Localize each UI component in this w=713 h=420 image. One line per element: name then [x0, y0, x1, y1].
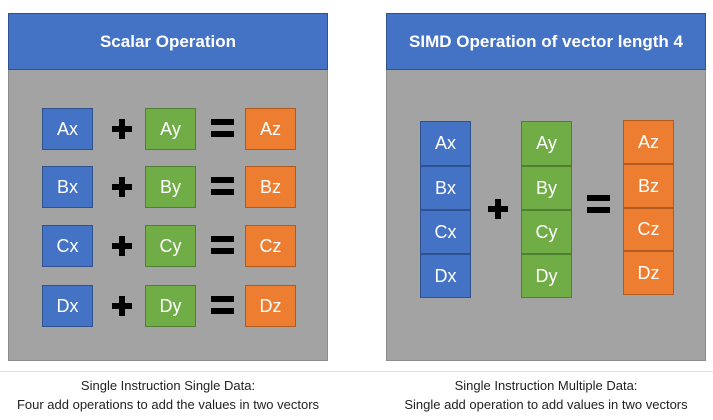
plus-sign: [112, 236, 132, 256]
simd-cell-by: By: [521, 166, 572, 210]
simd-caption-line2: Single add operation to add values in tw…: [404, 397, 688, 412]
simd-cell-bz: Bz: [623, 164, 674, 208]
simd-panel: SIMD Operation of vector length 4 Ax Bx …: [386, 13, 706, 361]
simd-caption-line1: Single Instruction Multiple Data:: [454, 378, 638, 393]
equals-sign: [211, 236, 234, 255]
plus-sign: [112, 177, 132, 197]
simd-title: SIMD Operation of vector length 4: [386, 13, 706, 70]
scalar-cell-cy: Cy: [145, 225, 196, 267]
simd-cell-ax: Ax: [420, 121, 471, 166]
equals-sign: [211, 119, 234, 138]
plus-sign: [488, 199, 508, 219]
scalar-cell-ax: Ax: [42, 108, 93, 150]
scalar-panel: Scalar Operation Ax Ay Az Bx By Bz Cx Cy…: [8, 13, 328, 361]
simd-cell-az: Az: [623, 120, 674, 164]
simd-cell-cz: Cz: [623, 208, 674, 251]
scalar-cell-cz: Cz: [245, 225, 296, 267]
simd-cell-cy: Cy: [521, 210, 572, 254]
simd-cell-bx: Bx: [420, 166, 471, 210]
equals-sign: [211, 177, 234, 196]
simd-cell-dz: Dz: [623, 251, 674, 295]
simd-cell-dy: Dy: [521, 254, 572, 298]
scalar-cell-dy: Dy: [145, 285, 196, 327]
equals-sign: [587, 195, 610, 214]
plus-sign: [112, 296, 132, 316]
simd-caption: Single Instruction Multiple Data: Single…: [381, 376, 711, 414]
scalar-cell-cx: Cx: [42, 225, 93, 267]
scalar-cell-by: By: [145, 166, 196, 208]
scalar-cell-bx: Bx: [42, 166, 93, 208]
equals-sign: [211, 296, 234, 315]
scalar-caption-line1: Single Instruction Single Data:: [80, 378, 256, 393]
scalar-caption-line2: Four add operations to add the values in…: [16, 397, 320, 412]
scalar-cell-bz: Bz: [245, 166, 296, 208]
plus-sign: [112, 119, 132, 139]
scalar-cell-dz: Dz: [245, 285, 296, 327]
scalar-caption: Single Instruction Single Data: Four add…: [3, 376, 333, 414]
scalar-cell-az: Az: [245, 108, 296, 150]
scalar-cell-ay: Ay: [145, 108, 196, 150]
simd-cell-cx: Cx: [420, 210, 471, 254]
caption-divider: [0, 371, 713, 372]
simd-cell-dx: Dx: [420, 254, 471, 298]
scalar-cell-dx: Dx: [42, 285, 93, 327]
scalar-title: Scalar Operation: [8, 13, 328, 70]
simd-cell-ay: Ay: [521, 121, 572, 166]
